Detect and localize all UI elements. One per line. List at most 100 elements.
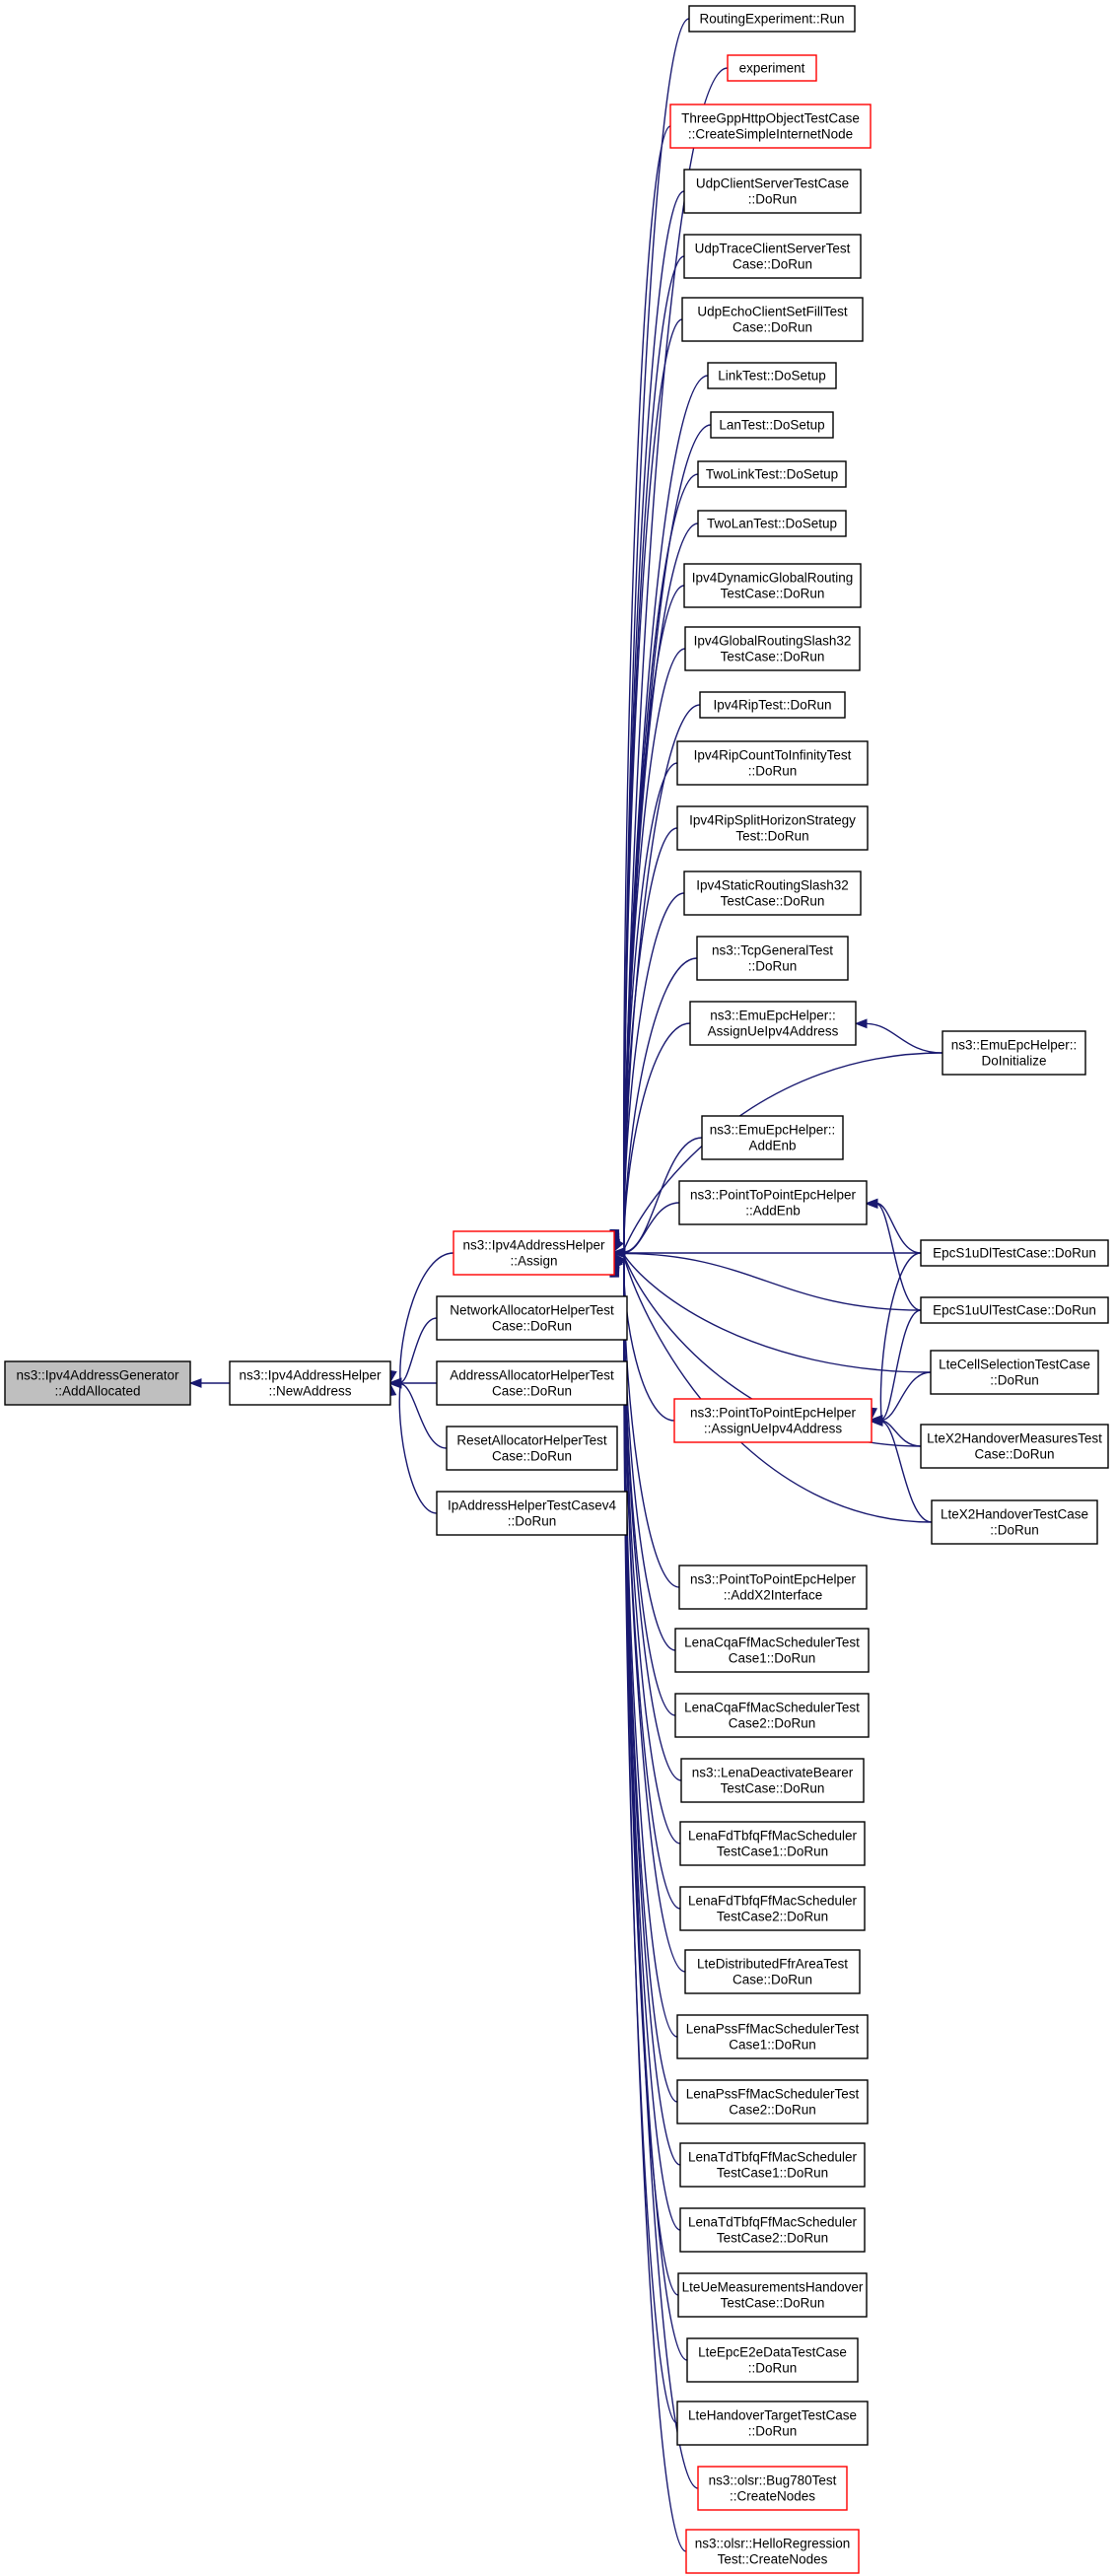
- node-emuassign[interactable]: ns3::EmuEpcHelper::AssignUeIpv4Address: [689, 1001, 857, 1046]
- node-box[interactable]: [446, 1426, 618, 1471]
- node-box[interactable]: [686, 2337, 859, 2383]
- node-epcdl[interactable]: EpcS1uDlTestCase::DoRun: [920, 1239, 1109, 1267]
- node-box[interactable]: [676, 2079, 869, 2124]
- node-ipv4rip[interactable]: Ipv4RipTest::DoRun: [699, 691, 846, 719]
- node-addalloc[interactable]: ns3::Ipv4AddressGenerator::AddAllocated: [4, 1360, 191, 1406]
- node-box[interactable]: [727, 54, 817, 82]
- node-newaddr[interactable]: ns3::Ipv4AddressHelper::NewAddress: [229, 1360, 391, 1406]
- node-box[interactable]: [685, 2529, 860, 2574]
- node-box[interactable]: [676, 740, 869, 786]
- node-box[interactable]: [436, 1295, 628, 1341]
- node-ipv4ripcount[interactable]: Ipv4RipCountToInfinityTest::DoRun: [676, 740, 869, 786]
- node-box[interactable]: [683, 169, 862, 214]
- node-box[interactable]: [678, 1565, 868, 1610]
- node-box[interactable]: [676, 805, 869, 851]
- node-routingrun[interactable]: RoutingExperiment::Run: [688, 5, 856, 33]
- node-lteepce2e[interactable]: LteEpcE2eDataTestCase::DoRun: [686, 2337, 859, 2383]
- node-box[interactable]: [710, 411, 834, 439]
- node-box[interactable]: [920, 1239, 1109, 1267]
- node-box[interactable]: [707, 362, 837, 389]
- node-olsrhello[interactable]: ns3::olsr::HelloRegressionTest::CreateNo…: [685, 2529, 860, 2574]
- node-box[interactable]: [931, 1499, 1098, 1545]
- node-box[interactable]: [229, 1360, 391, 1406]
- node-box[interactable]: [674, 1628, 870, 1673]
- node-linktest[interactable]: LinkTest::DoSetup: [707, 362, 837, 389]
- node-box[interactable]: [701, 1115, 844, 1160]
- node-tcpgeneral[interactable]: ns3::TcpGeneralTest::DoRun: [696, 936, 849, 981]
- node-olsrbug[interactable]: ns3::olsr::Bug780Test::CreateNodes: [697, 2466, 848, 2511]
- node-box[interactable]: [697, 460, 847, 488]
- node-box[interactable]: [683, 563, 862, 608]
- node-box[interactable]: [679, 2142, 866, 2188]
- node-ltehotarget[interactable]: LteHandoverTargetTestCase::DoRun: [676, 2401, 869, 2446]
- node-box[interactable]: [677, 2272, 868, 2318]
- node-box[interactable]: [684, 626, 861, 671]
- node-box[interactable]: [930, 1350, 1099, 1395]
- node-box[interactable]: [696, 936, 849, 981]
- node-box[interactable]: [669, 104, 872, 149]
- node-ltex2ho[interactable]: LteX2HandoverTestCase::DoRun: [931, 1499, 1098, 1545]
- node-box[interactable]: [678, 1180, 868, 1225]
- node-box[interactable]: [699, 691, 846, 719]
- node-box[interactable]: [683, 234, 862, 279]
- node-box[interactable]: [920, 1296, 1109, 1324]
- node-lantest[interactable]: LanTest::DoSetup: [710, 411, 834, 439]
- node-box[interactable]: [684, 1949, 861, 1994]
- node-box[interactable]: [679, 2207, 866, 2253]
- node-box[interactable]: [942, 1030, 1086, 1076]
- node-box[interactable]: [436, 1360, 628, 1406]
- node-box[interactable]: [673, 1398, 873, 1443]
- node-box[interactable]: [920, 1424, 1109, 1469]
- node-box[interactable]: [679, 1821, 866, 1866]
- node-experiment[interactable]: experiment: [727, 54, 817, 82]
- node-ltecellsel[interactable]: LteCellSelectionTestCase::DoRun: [930, 1350, 1099, 1395]
- node-box[interactable]: [681, 297, 864, 342]
- node-udpcs[interactable]: UdpClientServerTestCase::DoRun: [683, 169, 862, 214]
- node-box[interactable]: [679, 1886, 866, 1931]
- node-box[interactable]: [697, 2466, 848, 2511]
- node-box[interactable]: [680, 1758, 865, 1803]
- node-epcul[interactable]: EpcS1uUlTestCase::DoRun: [920, 1296, 1109, 1324]
- node-box[interactable]: [688, 5, 856, 33]
- node-box[interactable]: [689, 1001, 857, 1046]
- node-threegpp[interactable]: ThreeGppHttpObjectTestCase::CreateSimple…: [669, 104, 872, 149]
- node-assign[interactable]: ns3::Ipv4AddressHelper::Assign: [453, 1230, 615, 1276]
- node-emuinit[interactable]: ns3::EmuEpcHelper::DoInitialize: [942, 1030, 1086, 1076]
- node-box[interactable]: [683, 870, 862, 916]
- node-box[interactable]: [436, 1491, 628, 1536]
- node-twolink[interactable]: TwoLinkTest::DoSetup: [697, 460, 847, 488]
- node-twolan[interactable]: TwoLanTest::DoSetup: [697, 510, 847, 537]
- node-emuaddenb[interactable]: ns3::EmuEpcHelper::AddEnb: [701, 1115, 844, 1160]
- node-p2passign[interactable]: ns3::PointToPointEpcHelper::AssignUeIpv4…: [673, 1398, 873, 1443]
- node-p2px2[interactable]: ns3::PointToPointEpcHelper::AddX2Interfa…: [678, 1565, 868, 1610]
- node-box[interactable]: [674, 1693, 870, 1738]
- node-ipaddrv4[interactable]: IpAddressHelperTestCasev4::DoRun: [436, 1491, 628, 1536]
- node-box[interactable]: [453, 1230, 615, 1276]
- node-box[interactable]: [697, 510, 847, 537]
- node-box[interactable]: [676, 2401, 869, 2446]
- node-box[interactable]: [4, 1360, 191, 1406]
- node-p2paddenb[interactable]: ns3::PointToPointEpcHelper::AddEnb: [678, 1180, 868, 1225]
- node-box[interactable]: [676, 2014, 869, 2059]
